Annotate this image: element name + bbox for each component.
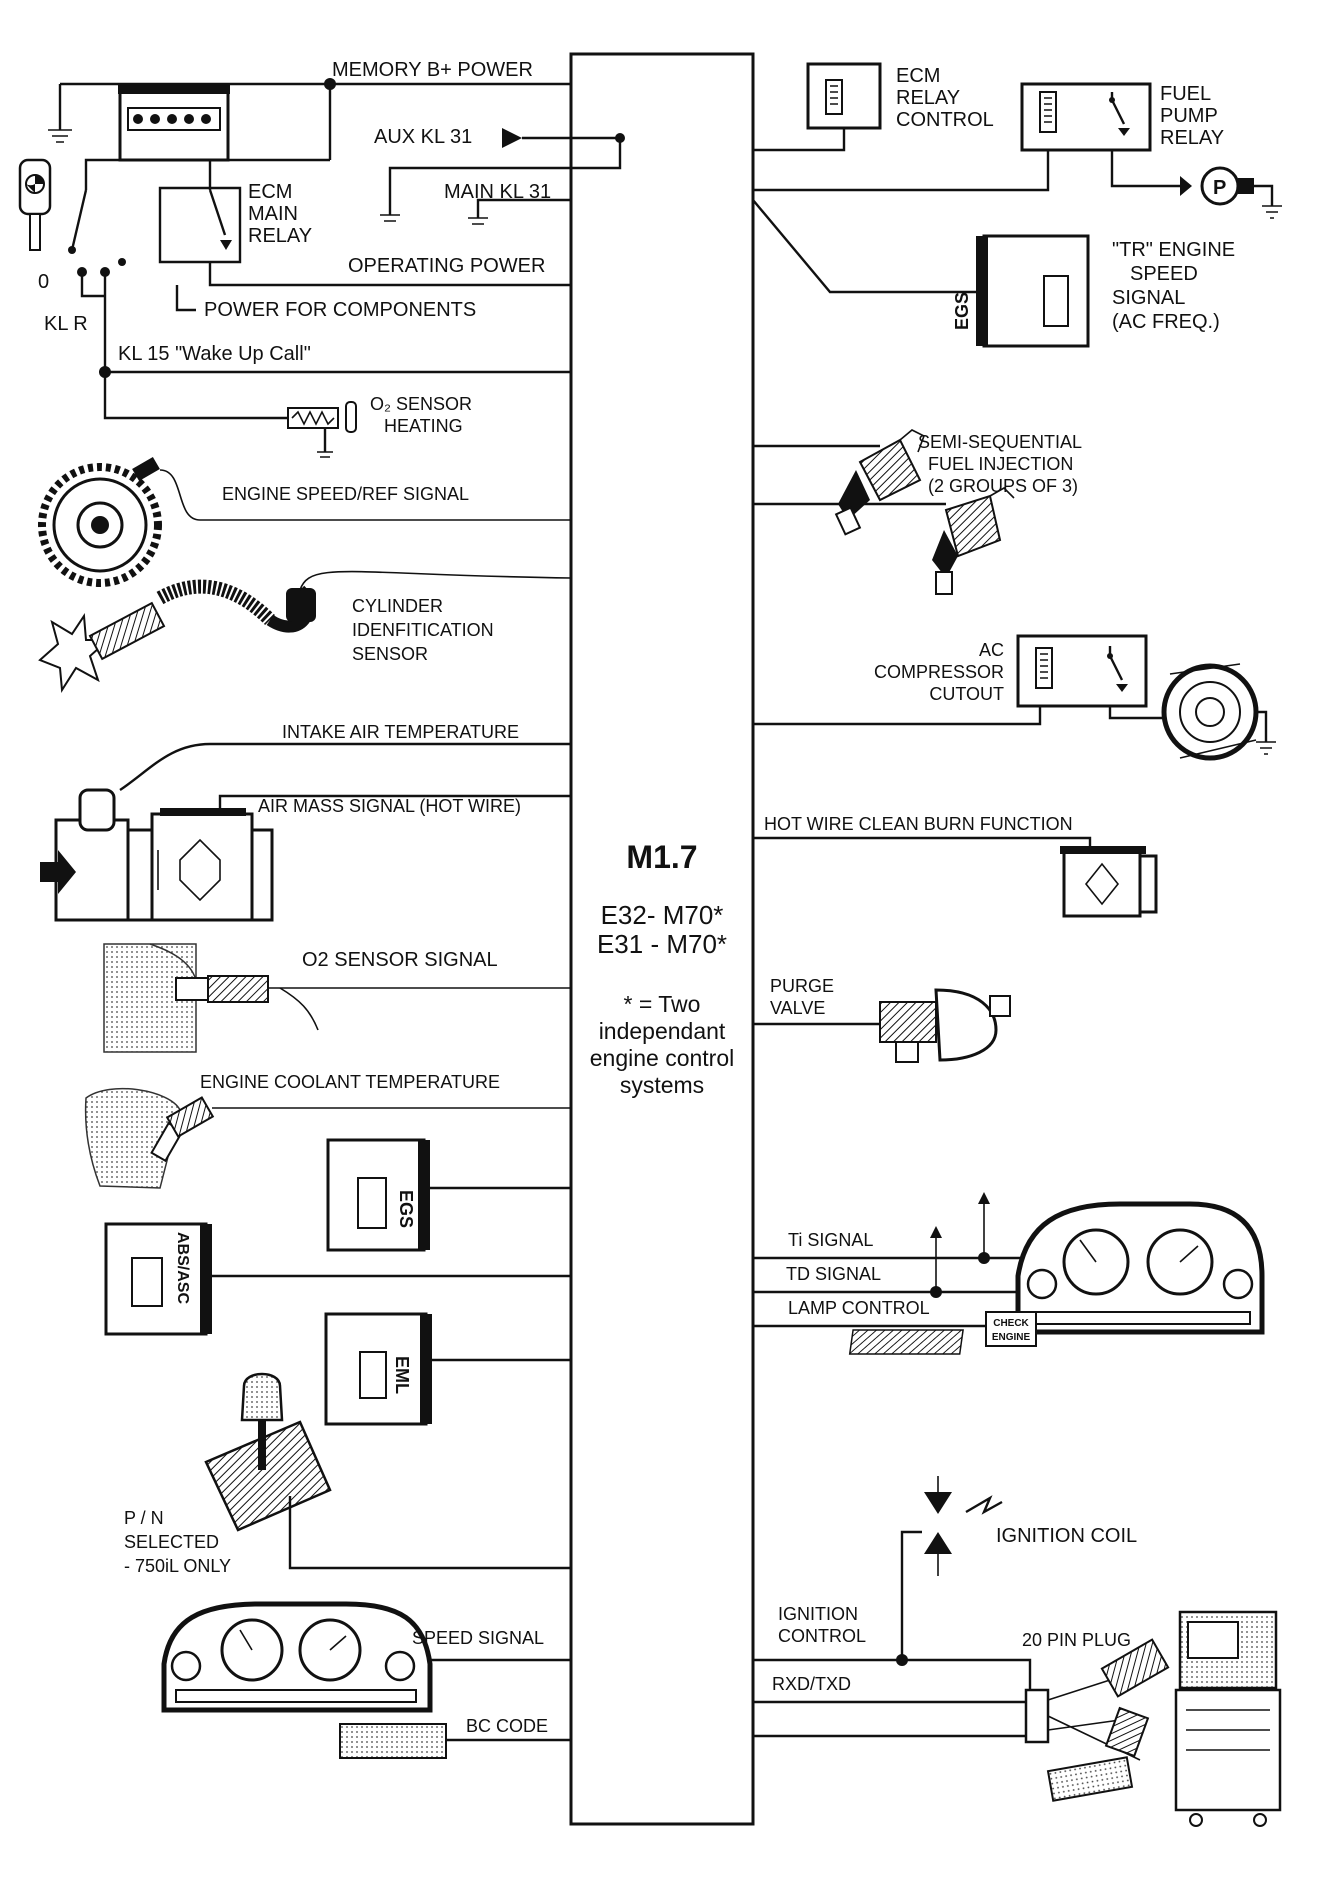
egs-module-left-label: EGS (396, 1190, 416, 1228)
label-ecm-relay-1: ECM (896, 65, 940, 87)
label-20-pin-plug: 20 PIN PLUG (1022, 1630, 1131, 1650)
label-ecm-main-relay-3: RELAY (248, 225, 312, 247)
label-fuel-injection-3: (2 GROUPS OF 3) (928, 476, 1078, 496)
coolant-sensor-icon (84, 1087, 215, 1189)
battery (118, 84, 230, 162)
fuel-injector-icon-2 (932, 487, 1015, 595)
ecm-title: M1.7 (626, 839, 697, 875)
eml-module-label: EML (392, 1356, 412, 1394)
label-fuel-pump-relay-1: FUEL (1160, 83, 1211, 105)
fuel-pump-relay (1020, 82, 1152, 152)
label-intake-air: INTAKE AIR TEMPERATURE (282, 722, 519, 742)
bc-code-display (339, 1723, 447, 1759)
gear-shifter-icon (204, 1372, 332, 1532)
label-purge-valve-2: VALVE (770, 998, 825, 1018)
abs-asc-module: ABS/ASC (104, 1222, 212, 1336)
ac-compressor-clutch-icon (1161, 663, 1276, 761)
label-ignition-control-2: CONTROL (778, 1626, 866, 1646)
label-lamp-control: LAMP CONTROL (788, 1298, 930, 1318)
ac-compressor-relay (1016, 634, 1148, 708)
check-engine-label-2: ENGINE (992, 1332, 1031, 1343)
label-rxd-txd: RXD/TXD (772, 1674, 851, 1694)
label-kl15: KL 15 "Wake Up Call" (118, 343, 311, 365)
label-engine-speed: ENGINE SPEED/REF SIGNAL (222, 484, 469, 504)
label-cylinder-id-1: CYLINDER (352, 596, 443, 616)
fuel-pump-icon: P (1180, 166, 1282, 219)
label-td-signal: TD SIGNAL (786, 1264, 881, 1284)
cylinder-id-sensor-icon (38, 579, 316, 694)
instrument-cluster-left (161, 1601, 433, 1713)
fuel-injector-icon-1 (834, 429, 926, 536)
label-bc-code: BC CODE (466, 1716, 548, 1736)
diagnostic-tester-icon (1046, 1610, 1282, 1827)
check-engine-label-1: CHECK (993, 1318, 1029, 1329)
label-switch-0: 0 (38, 271, 49, 293)
egs-module-left: EGS (326, 1138, 430, 1252)
label-tr-signal-1: "TR" ENGINE (1112, 239, 1235, 261)
label-operating-power: OPERATING POWER (348, 255, 545, 277)
label-ecm-main-relay-2: MAIN (248, 203, 298, 225)
label-tr-signal-4: (AC FREQ.) (1112, 311, 1220, 333)
air-mass-meter-icon (40, 788, 274, 922)
ecm-model-line-2: E31 - M70* (597, 929, 727, 959)
label-tr-signal-3: SIGNAL (1112, 287, 1185, 309)
label-ac-cutout-2: COMPRESSOR (874, 662, 1004, 682)
ecm-note-line-2: independant (599, 1018, 726, 1044)
label-o2-heating-1: O₂ SENSOR (370, 394, 472, 414)
label-o2-heating-2: HEATING (384, 416, 463, 436)
label-ti-signal: Ti SIGNAL (788, 1230, 873, 1250)
o2-sensor-icon (103, 943, 269, 1053)
ecm-model-line-1: E32- M70* (601, 900, 724, 930)
label-o2-signal: O2 SENSOR SIGNAL (302, 949, 498, 971)
label-ignition-control-1: IGNITION (778, 1604, 858, 1624)
crankshaft-wheel-icon (38, 456, 162, 587)
ecm-note-line-4: systems (620, 1072, 704, 1098)
purge-valve-icon (879, 988, 1011, 1063)
label-speed-signal: SPEED SIGNAL (412, 1628, 544, 1648)
label-memory-power: MEMORY B+ POWER (332, 59, 533, 81)
ecm-block: M1.7 E32- M70* E31 - M70* * = Two indepe… (569, 52, 755, 1826)
hot-wire-meter-icon (1060, 846, 1158, 918)
label-aux-kl31: AUX KL 31 (374, 126, 472, 148)
ignition-key-icon (18, 158, 52, 251)
label-ecm-relay-2: RELAY (896, 87, 960, 109)
pump-symbol: P (1213, 177, 1226, 199)
label-cylinder-id-3: SENSOR (352, 644, 428, 664)
ecm-note-line-1: * = Two (624, 991, 701, 1017)
label-power-components: POWER FOR COMPONENTS (204, 299, 476, 321)
ecm-relay-control (806, 62, 882, 130)
label-ecm-relay-3: CONTROL (896, 109, 994, 131)
label-pn-1: P / N (124, 1508, 164, 1528)
label-pn-3: - 750iL ONLY (124, 1556, 231, 1576)
label-coolant: ENGINE COOLANT TEMPERATURE (200, 1072, 500, 1092)
ecm-note-line-3: engine control (590, 1045, 735, 1071)
label-kl-r: KL R (44, 313, 88, 335)
egs-module-right: EGS (952, 234, 1090, 348)
label-fuel-injection-1: SEMI-SEQUENTIAL (918, 432, 1082, 452)
o2-heater-element (287, 401, 357, 458)
label-pn-2: SELECTED (124, 1532, 219, 1552)
label-fuel-injection-2: FUEL INJECTION (928, 454, 1073, 474)
egs-module-right-label: EGS (952, 292, 972, 330)
abs-asc-module-label: ABS/ASC (174, 1232, 191, 1304)
label-air-mass: AIR MASS SIGNAL (HOT WIRE) (258, 796, 521, 816)
eml-module: EML (324, 1312, 432, 1426)
instrument-cluster-right (848, 1201, 1265, 1355)
label-ac-cutout-1: AC (979, 640, 1004, 660)
label-fuel-pump-relay-3: RELAY (1160, 127, 1224, 149)
label-ac-cutout-3: CUTOUT (929, 684, 1004, 704)
label-hot-wire-clean: HOT WIRE CLEAN BURN FUNCTION (764, 814, 1073, 834)
ignition-coil-icon (924, 1476, 1003, 1576)
label-cylinder-id-2: IDENFITICATION (352, 620, 494, 640)
check-engine-lamp (985, 1311, 1037, 1347)
ecm-main-relay (158, 186, 242, 264)
label-main-kl31: MAIN KL 31 (444, 181, 551, 203)
label-ignition-coil: IGNITION COIL (996, 1525, 1137, 1547)
label-tr-signal-2: SPEED (1130, 263, 1198, 285)
label-fuel-pump-relay-2: PUMP (1160, 105, 1218, 127)
label-ecm-main-relay-1: ECM (248, 181, 292, 203)
label-purge-valve-1: PURGE (770, 976, 834, 996)
